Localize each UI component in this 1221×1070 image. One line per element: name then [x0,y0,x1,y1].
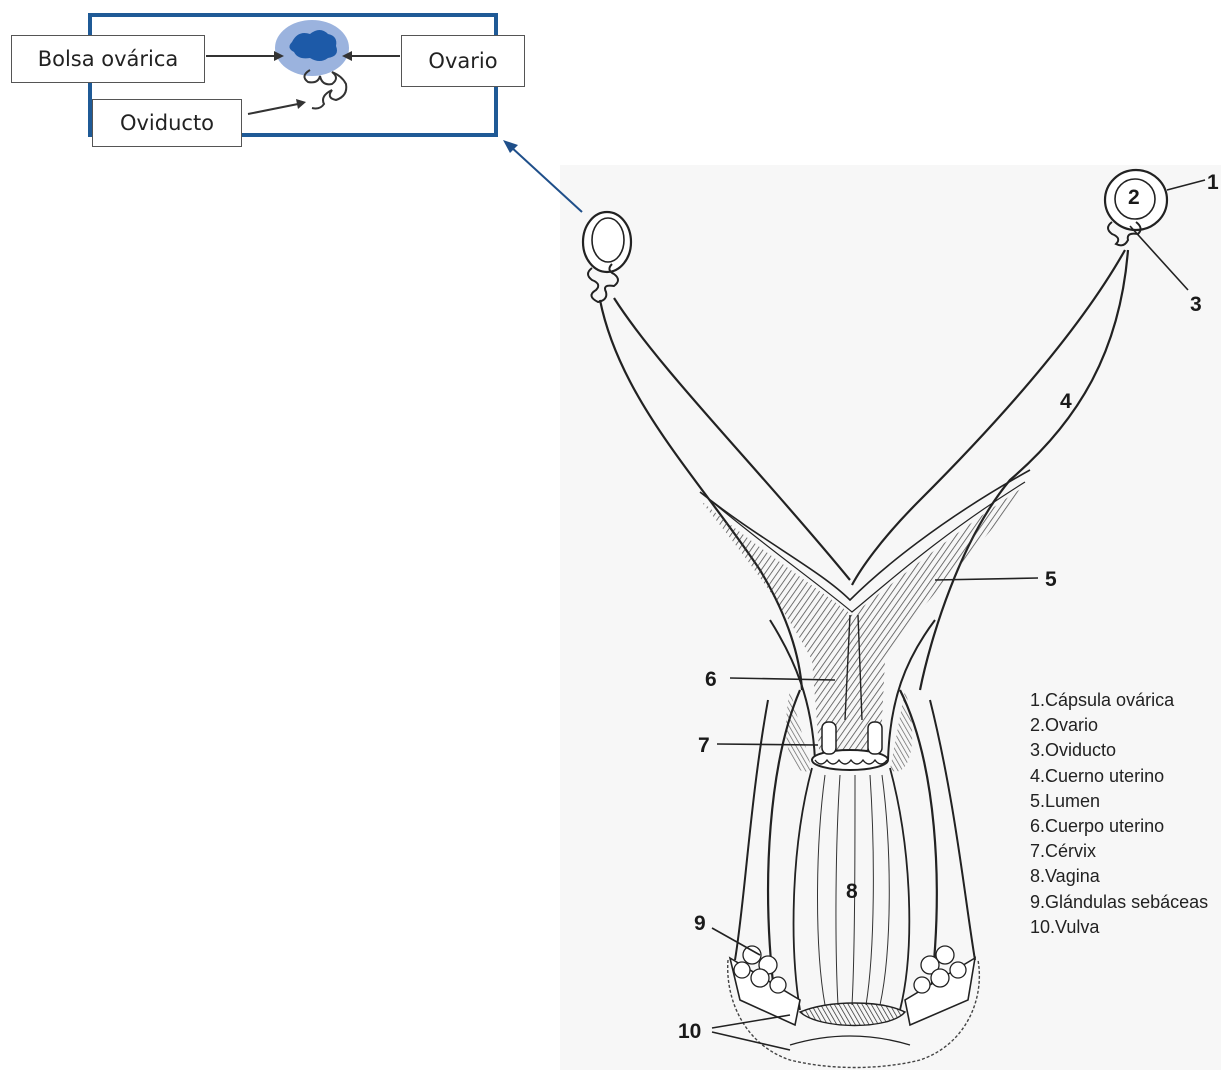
marker-5: 5 [1045,568,1057,591]
marker-1: 1 [1207,171,1219,194]
marker-6: 6 [705,668,717,691]
label-oviducto: Oviducto [92,99,242,147]
legend-item: 10.Vulva [1030,915,1215,940]
marker-8: 8 [846,880,858,903]
legend-item: 6.Cuerpo uterino [1030,814,1215,839]
legend: 1.Cápsula ovárica 2.Ovario 3.Oviducto 4.… [1030,688,1215,940]
legend-item: 2.Ovario [1030,713,1215,738]
legend-item: 9.Glándulas sebáceas [1030,890,1215,915]
marker-3: 3 [1190,293,1202,316]
legend-item: 1.Cápsula ovárica [1030,688,1215,713]
marker-10: 10 [678,1020,701,1043]
marker-9: 9 [694,912,706,935]
label-ovario: Ovario [401,35,525,87]
legend-item: 7.Cérvix [1030,839,1215,864]
marker-4: 4 [1060,390,1072,413]
marker-7: 7 [698,734,710,757]
marker-2: 2 [1128,186,1140,209]
legend-item: 3.Oviducto [1030,738,1215,763]
leader-7 [717,744,818,745]
label-bolsa-ovarica: Bolsa ovárica [11,35,205,83]
legend-item: 5.Lumen [1030,789,1215,814]
legend-item: 8.Vagina [1030,864,1215,889]
legend-item: 4.Cuerno uterino [1030,764,1215,789]
